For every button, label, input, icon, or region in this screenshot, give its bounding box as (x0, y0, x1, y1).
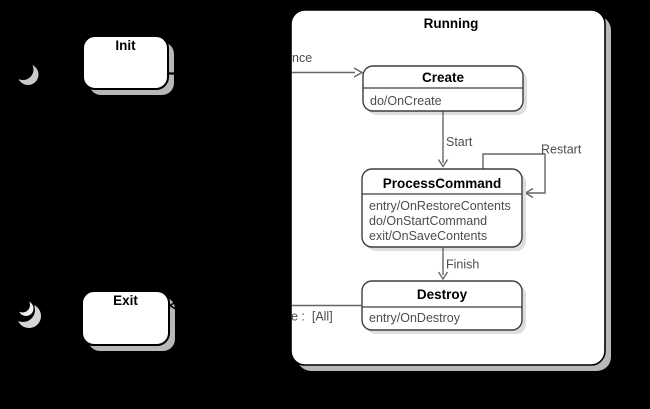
state-exit[interactable]: Exit (81, 290, 179, 351)
destroy-action: entry/OnDestroy (369, 311, 461, 325)
initial-state-dot (12, 59, 34, 80)
state-create[interactable]: Create do/OnCreate (362, 65, 527, 115)
exit-arrowhead-icon (168, 299, 179, 312)
arrowhead-icon (437, 159, 449, 168)
transition-process-to-destroy: Finish (437, 247, 479, 281)
transition-label: Start (446, 135, 473, 149)
process-command-action-entry: entry/OnRestoreContents (369, 199, 511, 213)
init-box[interactable] (82, 35, 169, 90)
transition-init-to-create: nce (292, 51, 364, 78)
init-title: Init (115, 38, 136, 53)
transition-label: nce (292, 51, 312, 65)
process-command-box[interactable] (361, 168, 523, 248)
create-action: do/OnCreate (370, 94, 442, 108)
transition-line (482, 153, 546, 194)
final-state-icon[interactable] (11, 297, 41, 329)
destroy-title: Destroy (417, 287, 468, 302)
exit-box[interactable] (81, 290, 170, 346)
arrowhead-icon (353, 67, 364, 78)
state-destroy[interactable]: Destroy entry/OnDestroy (361, 280, 526, 334)
transition-destroy-to-exit: e : [All] (291, 304, 362, 324)
transition-label: e : [All] (291, 310, 333, 324)
final-state-inner-dot (15, 297, 30, 313)
state-process-command[interactable]: ProcessCommand entry/OnRestoreContents d… (361, 168, 526, 251)
initial-state-icon[interactable] (12, 59, 39, 85)
transition-create-to-process: Start (437, 111, 473, 168)
process-command-title: ProcessCommand (383, 176, 502, 191)
process-command-action-do: do/OnStartCommand (369, 214, 487, 228)
arrowhead-icon (437, 271, 449, 281)
state-init[interactable]: Init (82, 35, 176, 95)
create-title: Create (422, 70, 465, 85)
process-command-action-exit: exit/OnSaveContents (369, 229, 487, 243)
transition-label: Restart (541, 143, 582, 157)
transition-label: Finish (446, 258, 479, 272)
running-title: Running (424, 16, 479, 31)
exit-title: Exit (113, 293, 138, 308)
